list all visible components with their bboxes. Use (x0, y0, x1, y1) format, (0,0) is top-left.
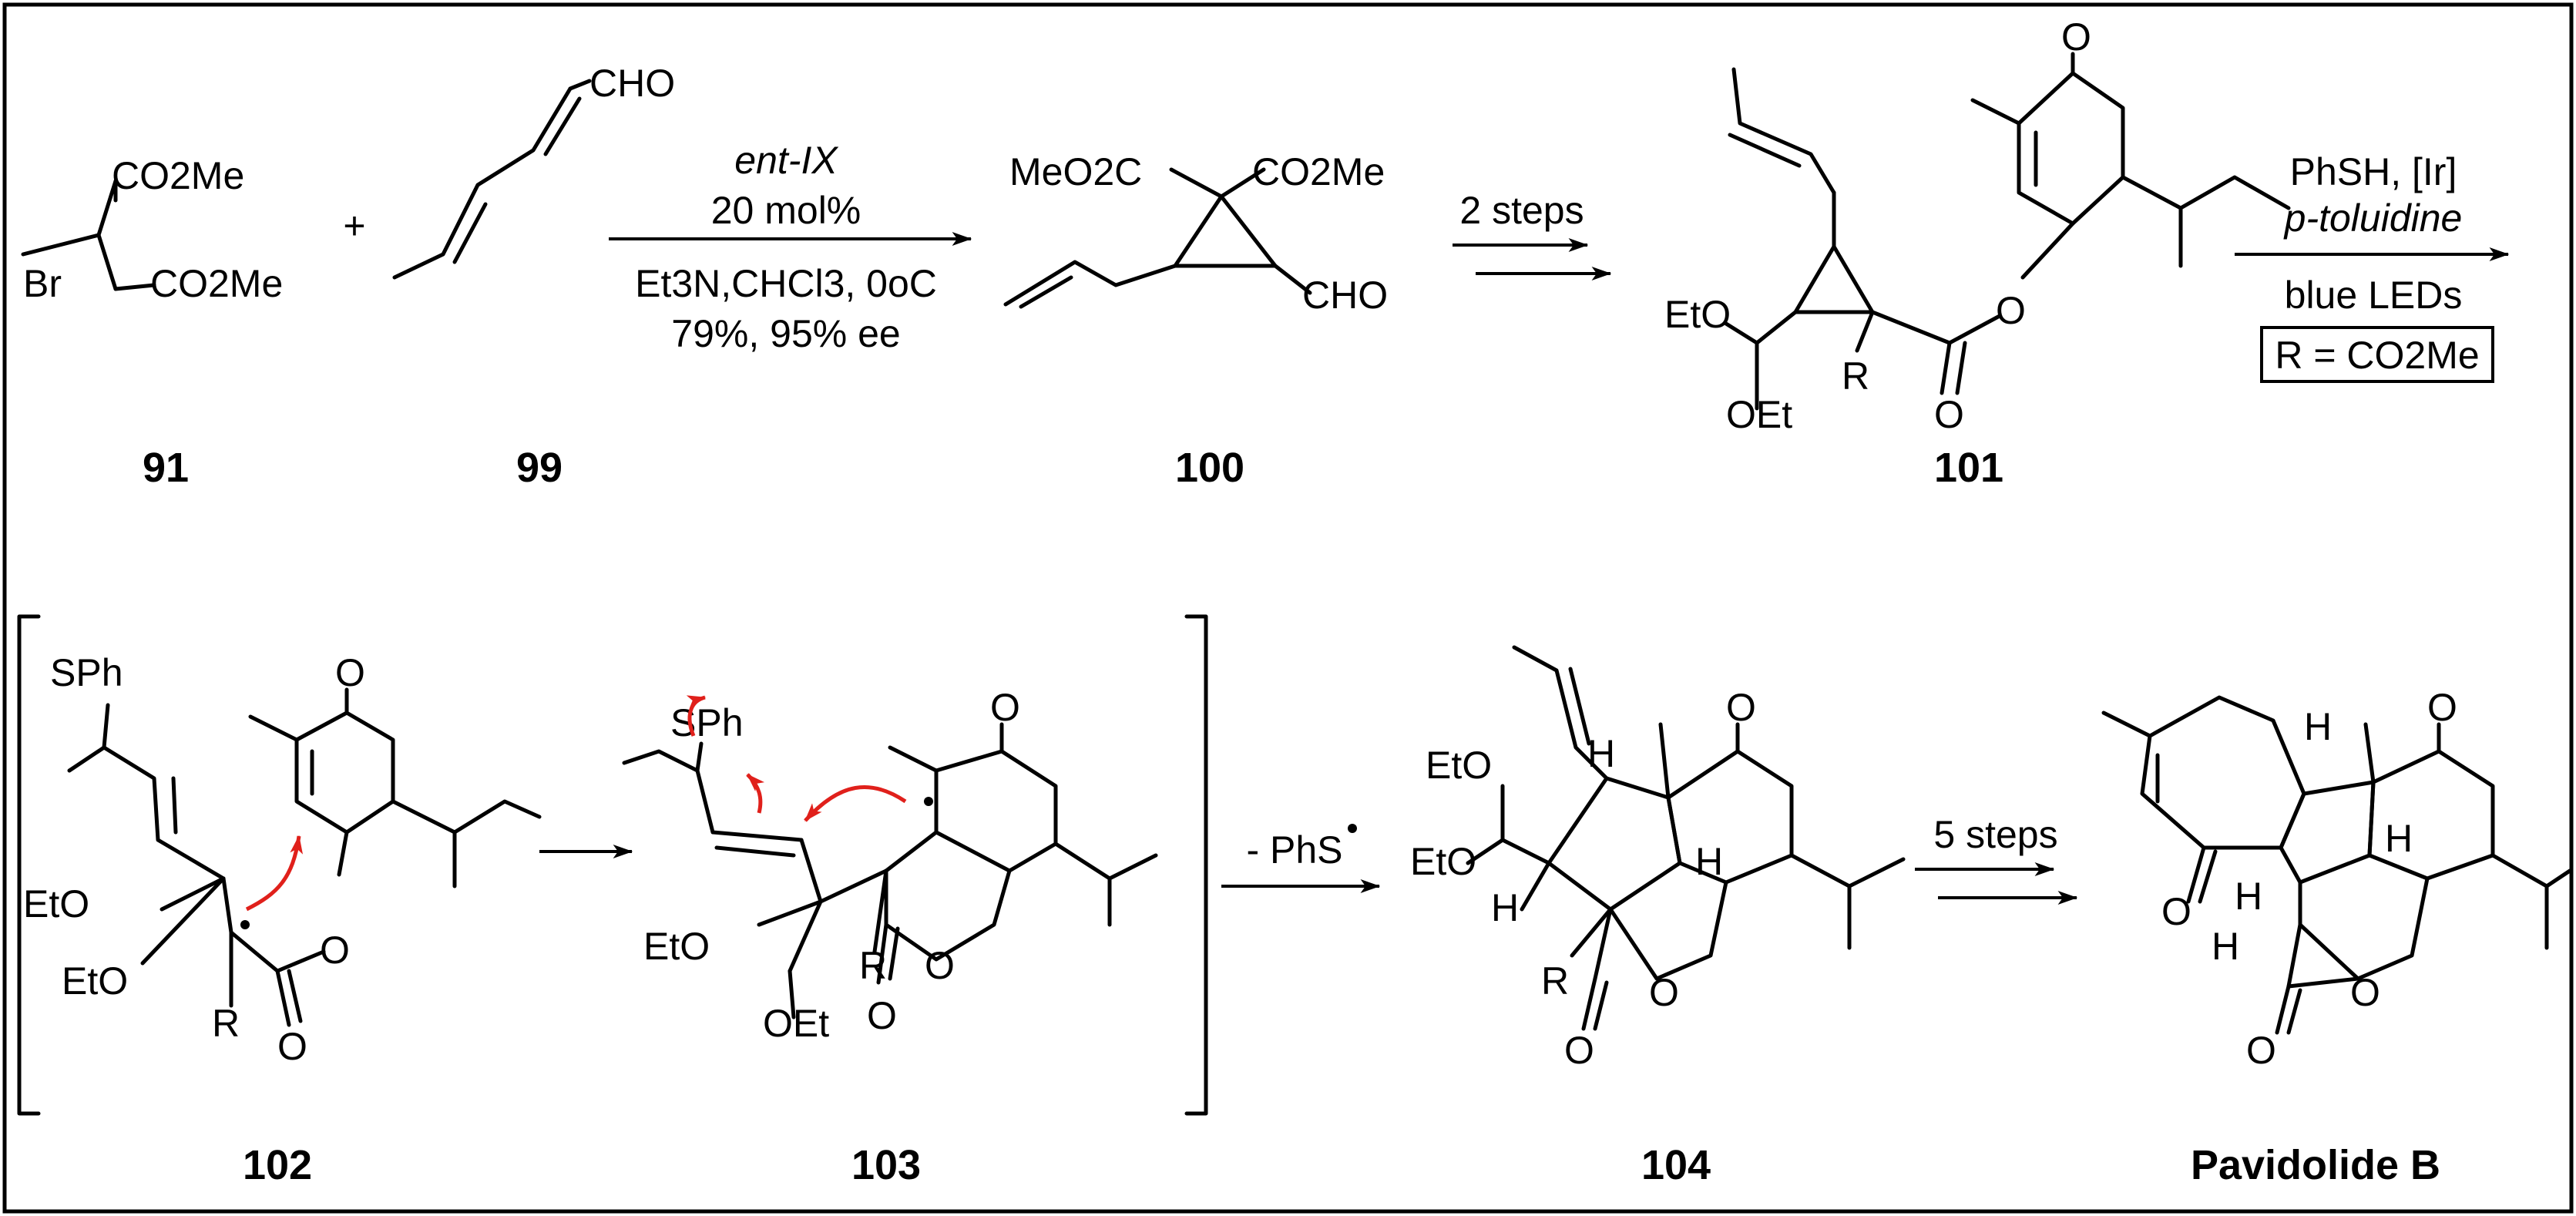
reaction-arrow-2: 2 steps (1453, 189, 1612, 280)
compound-99-number: 99 (516, 445, 563, 491)
compound-91-number: 91 (143, 445, 189, 491)
eto-bottom-label: EtO (1410, 840, 1476, 883)
co2me-bottom-label: CO2Me (150, 262, 283, 305)
carbonyl-o-label: O (1934, 393, 1964, 436)
eto-top-label: EtO (23, 882, 89, 925)
r-label: R (1541, 959, 1569, 1003)
h-label-2: H (1491, 886, 1519, 929)
loading-label: 20 mol% (711, 189, 861, 232)
cho-label: CHO (1302, 274, 1388, 317)
cho-label: CHO (589, 62, 675, 105)
eto-label: EtO (1664, 293, 1731, 336)
ester-o-label: O (320, 929, 350, 972)
ketone-o-label: O (2427, 686, 2457, 729)
oet-label: OEt (763, 1002, 829, 1045)
curly-arrow-2 (746, 773, 765, 814)
h-label-1: H (1587, 732, 1615, 775)
co2me-label: CO2Me (1252, 150, 1385, 193)
h-label-4: H (2212, 925, 2239, 968)
phs-loss-label: - PhS (1246, 828, 1342, 872)
curly-arrow-1 (804, 784, 907, 822)
compound-104: EtO EtO H H H O R O O 104 (1410, 645, 1906, 1188)
compound-103: SPh O EtO OEt R O O 103 (622, 686, 1158, 1188)
h-label-2: H (2235, 875, 2262, 918)
radical-dot (924, 797, 933, 806)
ketone-o-label: O (990, 686, 1020, 729)
left-bracket (17, 614, 41, 1116)
compound-100-number: 100 (1175, 445, 1244, 491)
h-label-3: H (2385, 817, 2413, 860)
compound-103-number: 103 (851, 1142, 921, 1188)
h-label-3: H (1695, 840, 1723, 883)
compound-101: O EtO OEt R O O 101 (1664, 15, 2291, 491)
ring-o-label: O (925, 944, 955, 987)
right-bracket (1184, 614, 1208, 1116)
compound-100: MeO2C CO2Me CHO 100 (1003, 150, 1388, 491)
reaction-arrow-4: - PhS (1221, 824, 1381, 893)
blue-leds-label: blue LEDs (2285, 274, 2463, 317)
carbonyl-o-label: O (277, 1025, 307, 1068)
pavidolide-b-name: Pavidolide B (2191, 1142, 2440, 1188)
eto-top-label: EtO (1426, 744, 1492, 787)
reagent-toluidine-label: p-toluidine (2283, 197, 2463, 240)
radical-dot (240, 920, 250, 929)
compound-102: SPh O EtO EtO R O O 102 (23, 651, 542, 1188)
catalyst-label: ent-IX (734, 139, 838, 182)
carbonyl-o-label: O (1564, 1029, 1594, 1072)
r-definition-label: R = CO2Me (2275, 334, 2479, 377)
ketone-o-label: O (335, 651, 365, 694)
conditions-label: Et3N,CHCl3, 0oC (635, 262, 937, 305)
five-steps-label: 5 steps (1933, 813, 2057, 856)
plus-sign: + (343, 204, 365, 247)
compound-101-number: 101 (1934, 445, 2003, 491)
enone-o-label: O (2161, 890, 2191, 933)
reaction-arrow-1: ent-IX 20 mol% Et3N,CHCl3, 0oC 79%, 95% … (609, 139, 972, 355)
reaction-arrow-5: 5 steps (1915, 813, 2078, 905)
two-steps-label: 2 steps (1459, 189, 1584, 232)
r-label: R (1842, 354, 1869, 398)
compound-102-number: 102 (243, 1142, 312, 1188)
eto-bottom-label: EtO (62, 959, 128, 1003)
r-label: R (859, 944, 887, 987)
br-label: Br (23, 262, 62, 305)
ring-o-label: O (1649, 971, 1679, 1014)
reaction-arrow-3: PhSH, [Ir] p-toluidine blue LEDs R = CO2… (2235, 150, 2510, 383)
radical-dot (1348, 824, 1357, 833)
r-label: R (212, 1002, 240, 1045)
ketone-o-label: O (2061, 15, 2091, 59)
reagent-phsh-label: PhSH, [Ir] (2290, 150, 2457, 193)
curly-arrow (245, 835, 304, 912)
compound-91: CO2Me CO2Me Br 91 (21, 154, 283, 491)
compound-104-number: 104 (1641, 1142, 1711, 1188)
ketone-o-label: O (1726, 686, 1756, 729)
ring-o-label: O (2350, 971, 2380, 1014)
r-definition-box (2260, 326, 2494, 383)
yield-label: 79%, 95% ee (671, 312, 900, 355)
carbonyl-o-label: O (867, 994, 897, 1037)
compound-pavidolide-b: H H H H O O O O Pavidolide B (2101, 686, 2572, 1188)
h-label-1: H (2304, 705, 2332, 748)
eto-label: EtO (643, 925, 710, 968)
ester-o-label: O (1996, 289, 2026, 332)
compound-99: CHO 99 (392, 62, 675, 491)
sph-label: SPh (50, 651, 123, 694)
sph-label: SPh (670, 701, 744, 744)
co2me-top-label: CO2Me (112, 154, 244, 197)
oet-label: OEt (1726, 393, 1792, 436)
carbonyl-o-label: O (2246, 1029, 2276, 1072)
curly-arrow-3 (686, 695, 707, 737)
meo2c-label: MeO2C (1009, 150, 1142, 193)
